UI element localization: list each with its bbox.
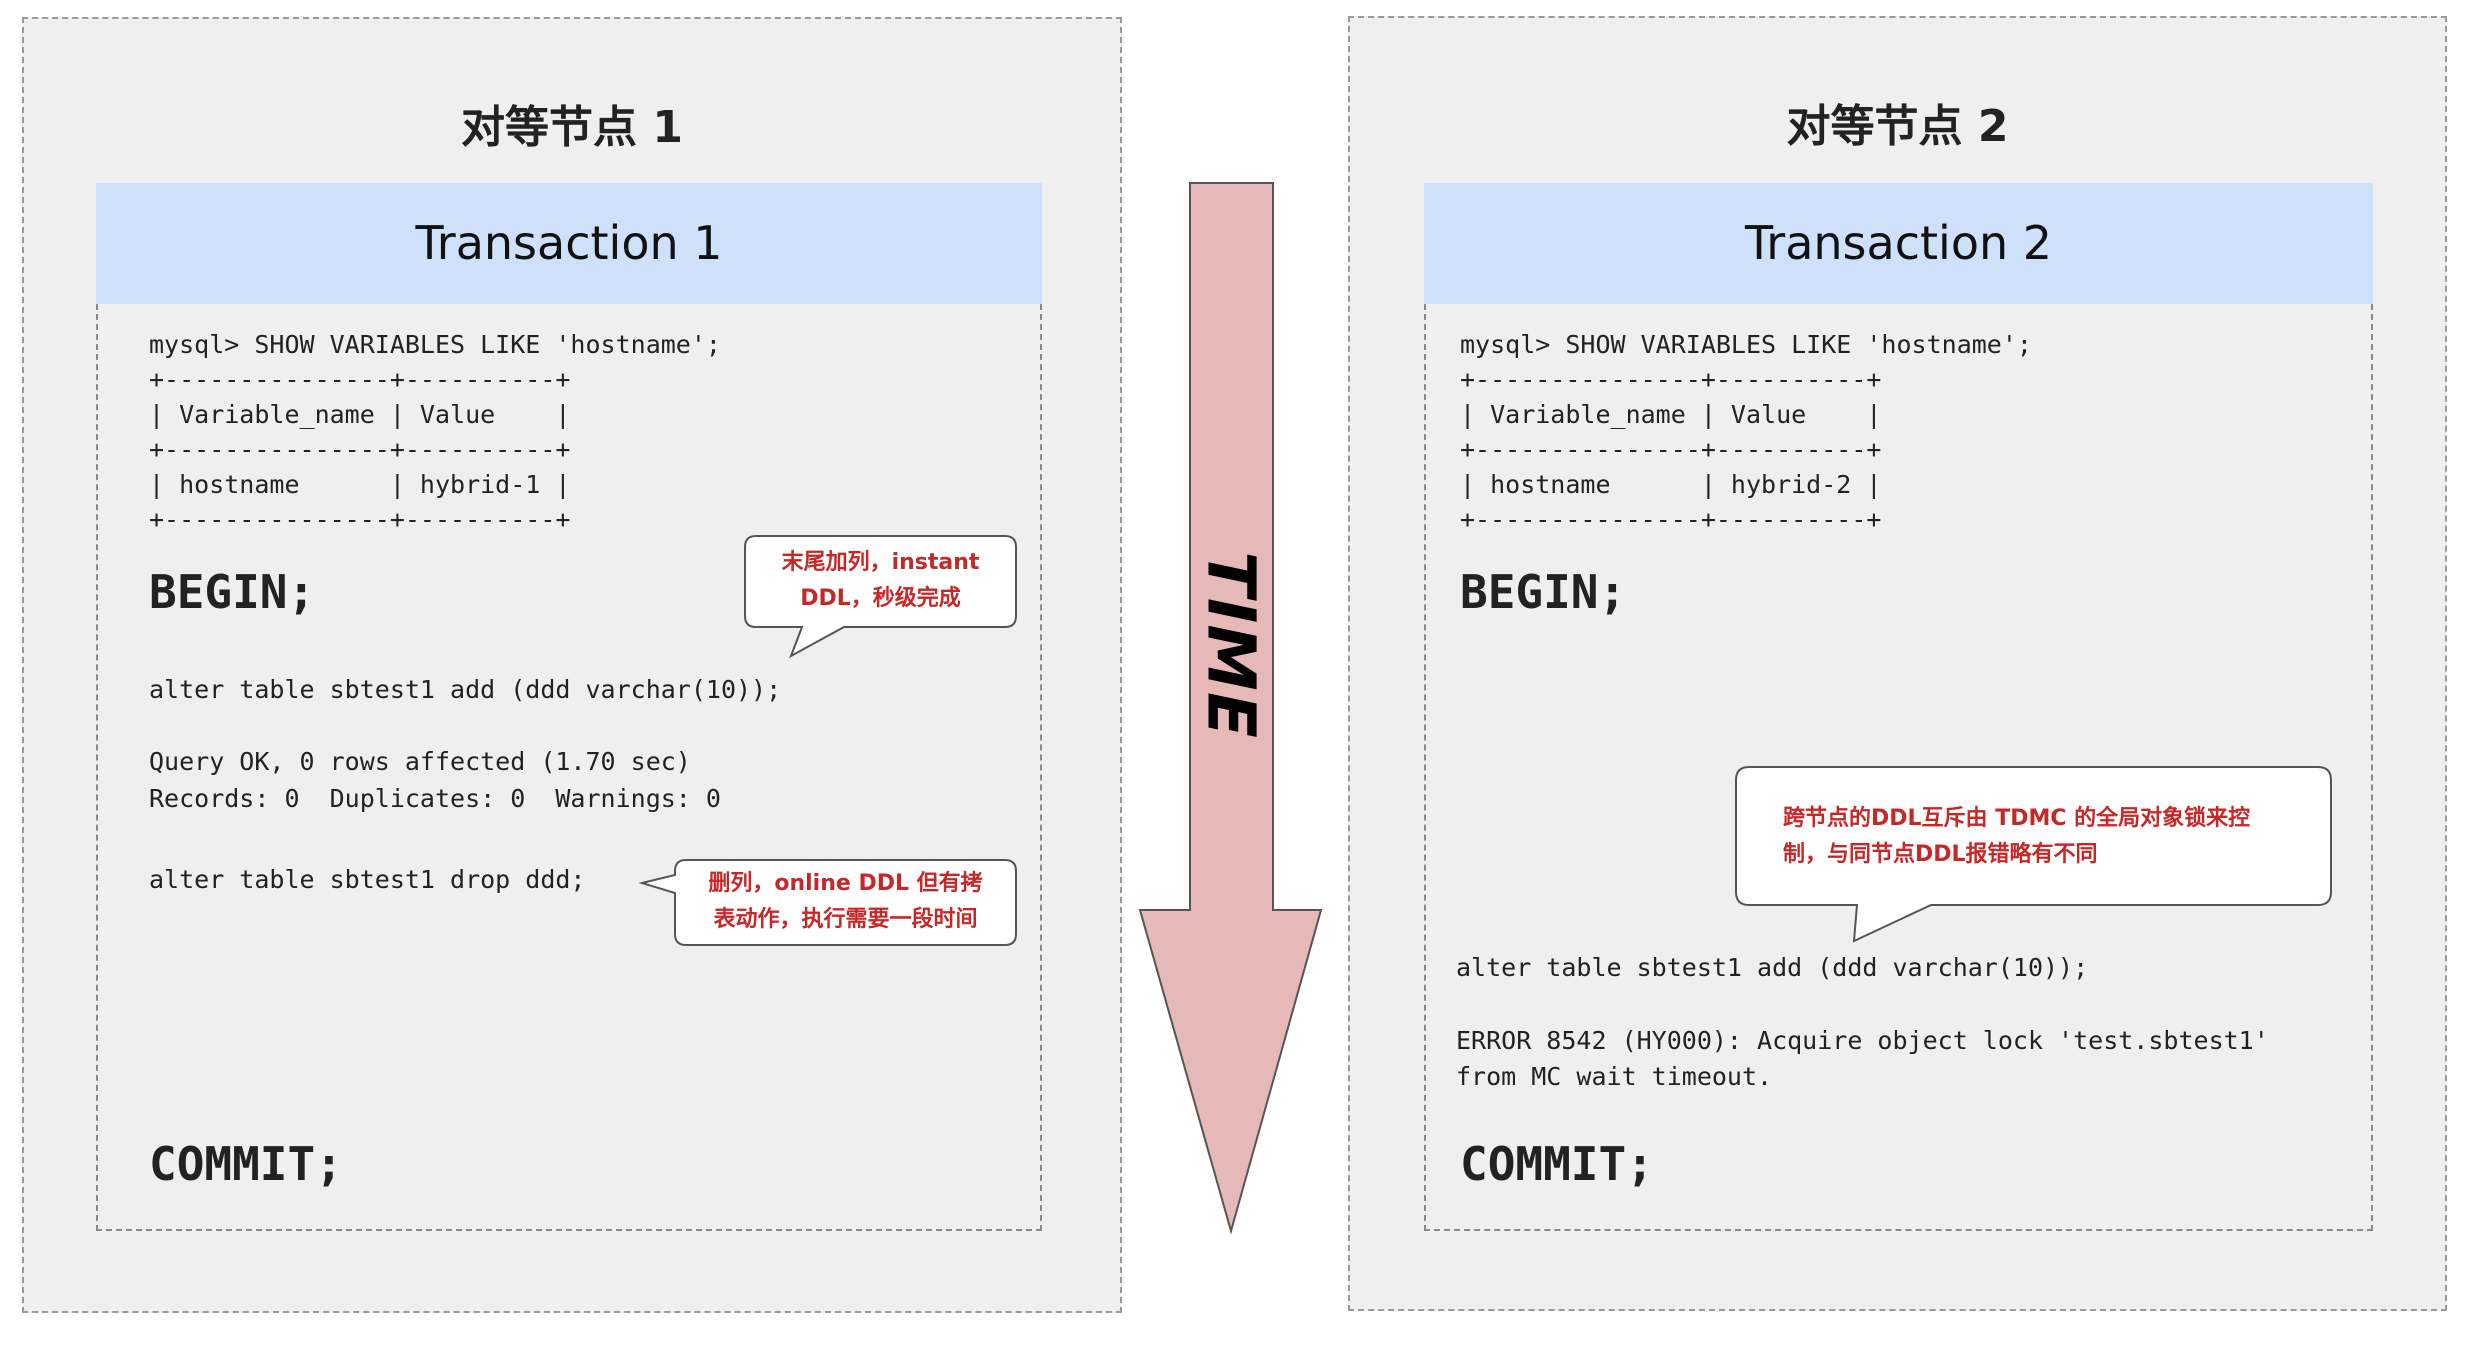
transaction-2-body xyxy=(1424,304,2373,1231)
show-variables-query: mysql> SHOW VARIABLES LIKE 'hostname'; xyxy=(1460,330,2032,359)
callout-line: 制，与同节点DDL报错略有不同 xyxy=(1783,842,2098,867)
peer-node-1-title: 对等节点 1 xyxy=(461,102,683,153)
alter-drop-statement: alter table sbtest1 drop ddd; xyxy=(149,865,586,894)
commit-statement: COMMIT; xyxy=(149,1137,343,1191)
callout-line: DDL，秒级完成 xyxy=(800,586,961,611)
time-arrow-shape xyxy=(1138,182,1323,1235)
peer-node-2-title: 对等节点 2 xyxy=(1786,101,2009,152)
speech-bubble-shape xyxy=(744,535,1017,659)
alter-add-statement: alter table sbtest1 add (ddd varchar(10)… xyxy=(149,675,782,704)
callout-cross-node-ddl: 跨节点的DDL互斥由 TDMC 的全局对象锁来控 制，与同节点DDL报错略有不同 xyxy=(1735,766,2332,943)
callout-online-ddl: 删列，online DDL 但有拷 表动作，执行需要一段时间 xyxy=(638,859,1017,946)
callout-line: 删列，online DDL 但有拷 xyxy=(708,871,983,896)
error-message: ERROR 8542 (HY000): Acquire object lock … xyxy=(1456,1026,2269,1055)
result-table-border: +---------------+----------+ xyxy=(1460,435,1882,464)
callout-instant-ddl: 末尾加列，instant DDL，秒级完成 xyxy=(744,535,1017,659)
speech-bubble-shape xyxy=(1735,766,2332,943)
transaction-2-header: Transaction 2 xyxy=(1424,183,2373,304)
begin-statement: BEGIN; xyxy=(1460,565,1627,619)
alter-add-statement: alter table sbtest1 add (ddd varchar(10)… xyxy=(1456,953,2089,982)
callout-line: 末尾加列，instant xyxy=(781,550,980,575)
result-table-header: | Variable_name | Value | xyxy=(1460,400,1882,429)
result-table-border: +---------------+----------+ xyxy=(149,435,571,464)
speech-bubble-shape xyxy=(638,859,1017,946)
transaction-1-header: Transaction 1 xyxy=(96,183,1042,304)
callout-line: 表动作，执行需要一段时间 xyxy=(713,907,978,932)
commit-statement: COMMIT; xyxy=(1460,1137,1654,1191)
result-table-border: +---------------+----------+ xyxy=(149,365,571,394)
result-table-row: | hostname | hybrid-2 | xyxy=(1460,470,1882,499)
result-table-header: | Variable_name | Value | xyxy=(149,400,571,429)
records-result: Records: 0 Duplicates: 0 Warnings: 0 xyxy=(149,784,721,813)
transaction-1-body xyxy=(96,304,1042,1231)
begin-statement: BEGIN; xyxy=(149,565,316,619)
result-table-border: +---------------+----------+ xyxy=(1460,505,1882,534)
result-table-border: +---------------+----------+ xyxy=(1460,365,1882,394)
show-variables-query: mysql> SHOW VARIABLES LIKE 'hostname'; xyxy=(149,330,721,359)
result-table-border: +---------------+----------+ xyxy=(149,505,571,534)
error-message-cont: from MC wait timeout. xyxy=(1456,1062,1773,1091)
query-ok-result: Query OK, 0 rows affected (1.70 sec) xyxy=(149,747,691,776)
callout-line: 跨节点的DDL互斥由 TDMC 的全局对象锁来控 xyxy=(1783,806,2251,831)
result-table-row: | hostname | hybrid-1 | xyxy=(149,470,571,499)
time-label: TIME xyxy=(1192,542,1270,748)
